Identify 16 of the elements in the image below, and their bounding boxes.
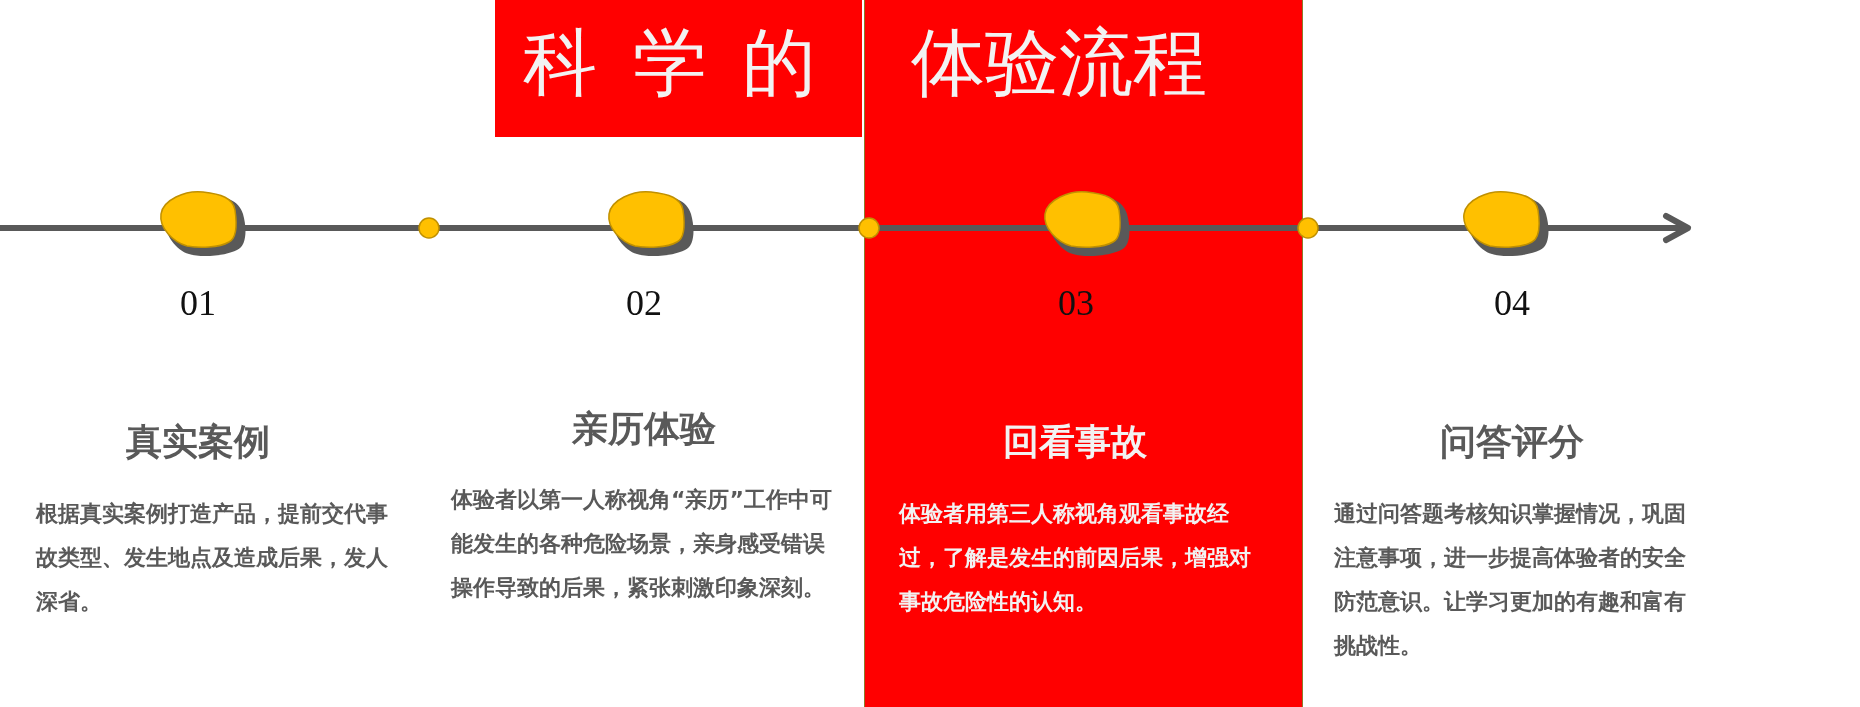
step-heading: 问答评分 xyxy=(1439,420,1585,464)
highlight-column xyxy=(864,0,1303,707)
step-number: 01 xyxy=(179,282,217,324)
title-banner xyxy=(495,0,862,137)
step-heading: 真实案例 xyxy=(125,420,271,464)
step-description: 体验者用第三人称视角观看事故经过，了解是发生的前因后果，增强对事故危险性的认知。 xyxy=(899,500,1252,616)
step-heading: 亲历体验 xyxy=(571,407,717,451)
title-text: 体验流程 xyxy=(911,18,1207,107)
title-text: 科 学 的 xyxy=(523,18,823,107)
step-number: 03 xyxy=(1057,282,1095,324)
step-heading: 回看事故 xyxy=(1002,420,1148,464)
step-number: 02 xyxy=(625,282,663,324)
step-number: 04 xyxy=(1493,282,1531,324)
step-description: 通过问答题考核知识掌握情况，巩固注意事项，进一步提高体验者的安全防范意识。让学习更加的有趣和富有挑战性。 xyxy=(1334,500,1687,660)
step-description: 根据真实案例打造产品，提前交代事故类型、发生地点及造成后果，发人深省。 xyxy=(36,500,389,616)
step-description: 体验者以第一人称视角“亲历”工作中可能发生的各种危险场景，亲身感受错误操作导致的后果，紧张刺激印象深刻。 xyxy=(451,486,833,602)
